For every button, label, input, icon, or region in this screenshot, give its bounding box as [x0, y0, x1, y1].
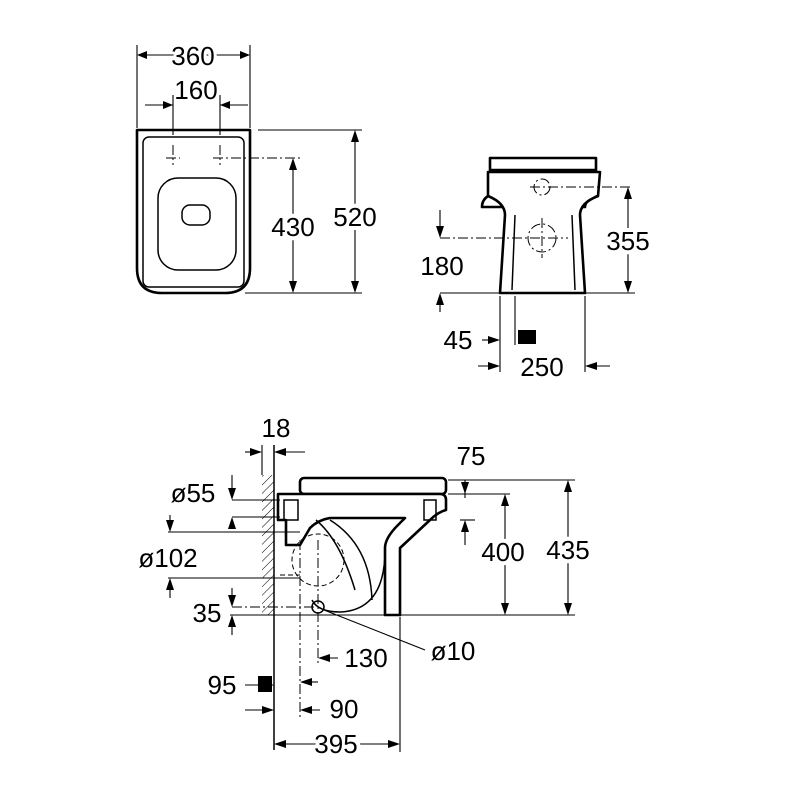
dim-label-wall-gap: 18 — [262, 413, 291, 443]
dim-label-outlet-height: 355 — [606, 226, 649, 256]
dim-label-floor-outlet: 95 — [208, 670, 237, 700]
dim-label-seat-height: 435 — [546, 535, 589, 565]
side-view-trap — [311, 519, 386, 613]
dim-label-fixing-diameter: ø10 — [431, 636, 476, 666]
front-view-pedestal — [487, 194, 599, 295]
side-view: 18 75 ø55 ø102 35 400 435 — [138, 413, 593, 763]
dim-label-fixing-offset: 130 — [344, 643, 387, 673]
front-view: 355 180 45 250 — [420, 156, 654, 382]
top-view: 360 160 430 520 — [135, 38, 381, 295]
dim-label-outlet-floor: 35 — [193, 598, 222, 628]
side-view-seat — [298, 476, 448, 496]
dim-label-depth: 520 — [333, 202, 376, 232]
dim-label-inlet-diameter: ø55 — [171, 478, 216, 508]
top-view-drain — [181, 204, 211, 226]
dim-label-outlet-diameter: ø102 — [138, 543, 197, 573]
top-view-bowl — [157, 177, 237, 271]
side-view-wall — [262, 475, 274, 615]
dim-label-base-offset: 90 — [330, 694, 359, 724]
side-view-floor-tab — [258, 676, 272, 692]
dim-label-inlet-height: 180 — [420, 251, 463, 281]
top-view-outline — [135, 128, 252, 295]
front-view-seat — [488, 156, 598, 172]
dim-label-fixing-spacing: 160 — [174, 75, 217, 105]
top-view-rim-inner — [142, 136, 245, 288]
dim-label-cistern-offset: 75 — [457, 441, 486, 471]
side-view-pan — [276, 492, 448, 617]
dim-label-base-width: 250 — [520, 352, 563, 382]
dim-label-width: 360 — [171, 41, 214, 71]
dim-label-fixing-depth: 430 — [271, 212, 314, 242]
dim-label-total-projection: 395 — [314, 729, 357, 759]
dim-label-inlet-offset: 45 — [444, 325, 473, 355]
front-view-floor-tab — [518, 330, 536, 344]
dim-label-bowl-height: 400 — [481, 537, 524, 567]
